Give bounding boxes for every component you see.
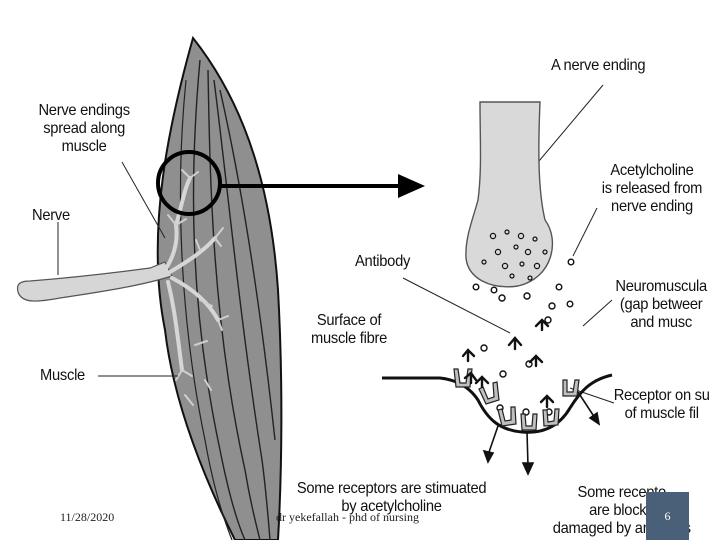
footer-author: dr yekefallah - phd of nursing — [276, 510, 419, 524]
label-receptor-on-surface: Receptor on su of muscle fil — [613, 387, 710, 422]
muscle-body — [156, 35, 283, 540]
label-neuromuscular-gap: Neuromuscula (gap betweer and musc — [615, 278, 707, 331]
magnify-circle — [156, 150, 222, 216]
label-receptors-stimulated: Some receptors are stimuated by acetylch… — [296, 480, 487, 515]
label-a-nerve-ending: A nerve ending — [551, 57, 646, 74]
acetylcholine-vesicles — [481, 229, 548, 281]
footer-date: 11/28/2020 — [60, 510, 115, 524]
label-surface-of-muscle-fibre: Surface of muscle fibre — [310, 312, 388, 347]
blocked-receptor-arrows — [482, 391, 601, 476]
label-acetylcholine-released: Acetylcholine is released from nerve end… — [601, 162, 703, 215]
slide-number: 6 — [646, 492, 689, 540]
label-receptors-blocked: Some recepto are blocke damaged by an li… — [552, 484, 691, 537]
antibodies — [461, 318, 555, 409]
released-acetylcholine — [472, 258, 575, 416]
label-nerve: Nerve — [32, 207, 70, 224]
label-nerve-endings-spread: Nerve endings spread along muscle — [38, 102, 130, 155]
magnify-arrow — [220, 174, 425, 198]
muscle-fibre-surface — [382, 373, 613, 434]
receptors — [453, 368, 580, 431]
nerve-fibre — [16, 169, 229, 406]
label-muscle: Muscle — [40, 367, 85, 384]
nerve-ending — [465, 101, 554, 288]
label-antibody: Antibody — [355, 253, 411, 270]
